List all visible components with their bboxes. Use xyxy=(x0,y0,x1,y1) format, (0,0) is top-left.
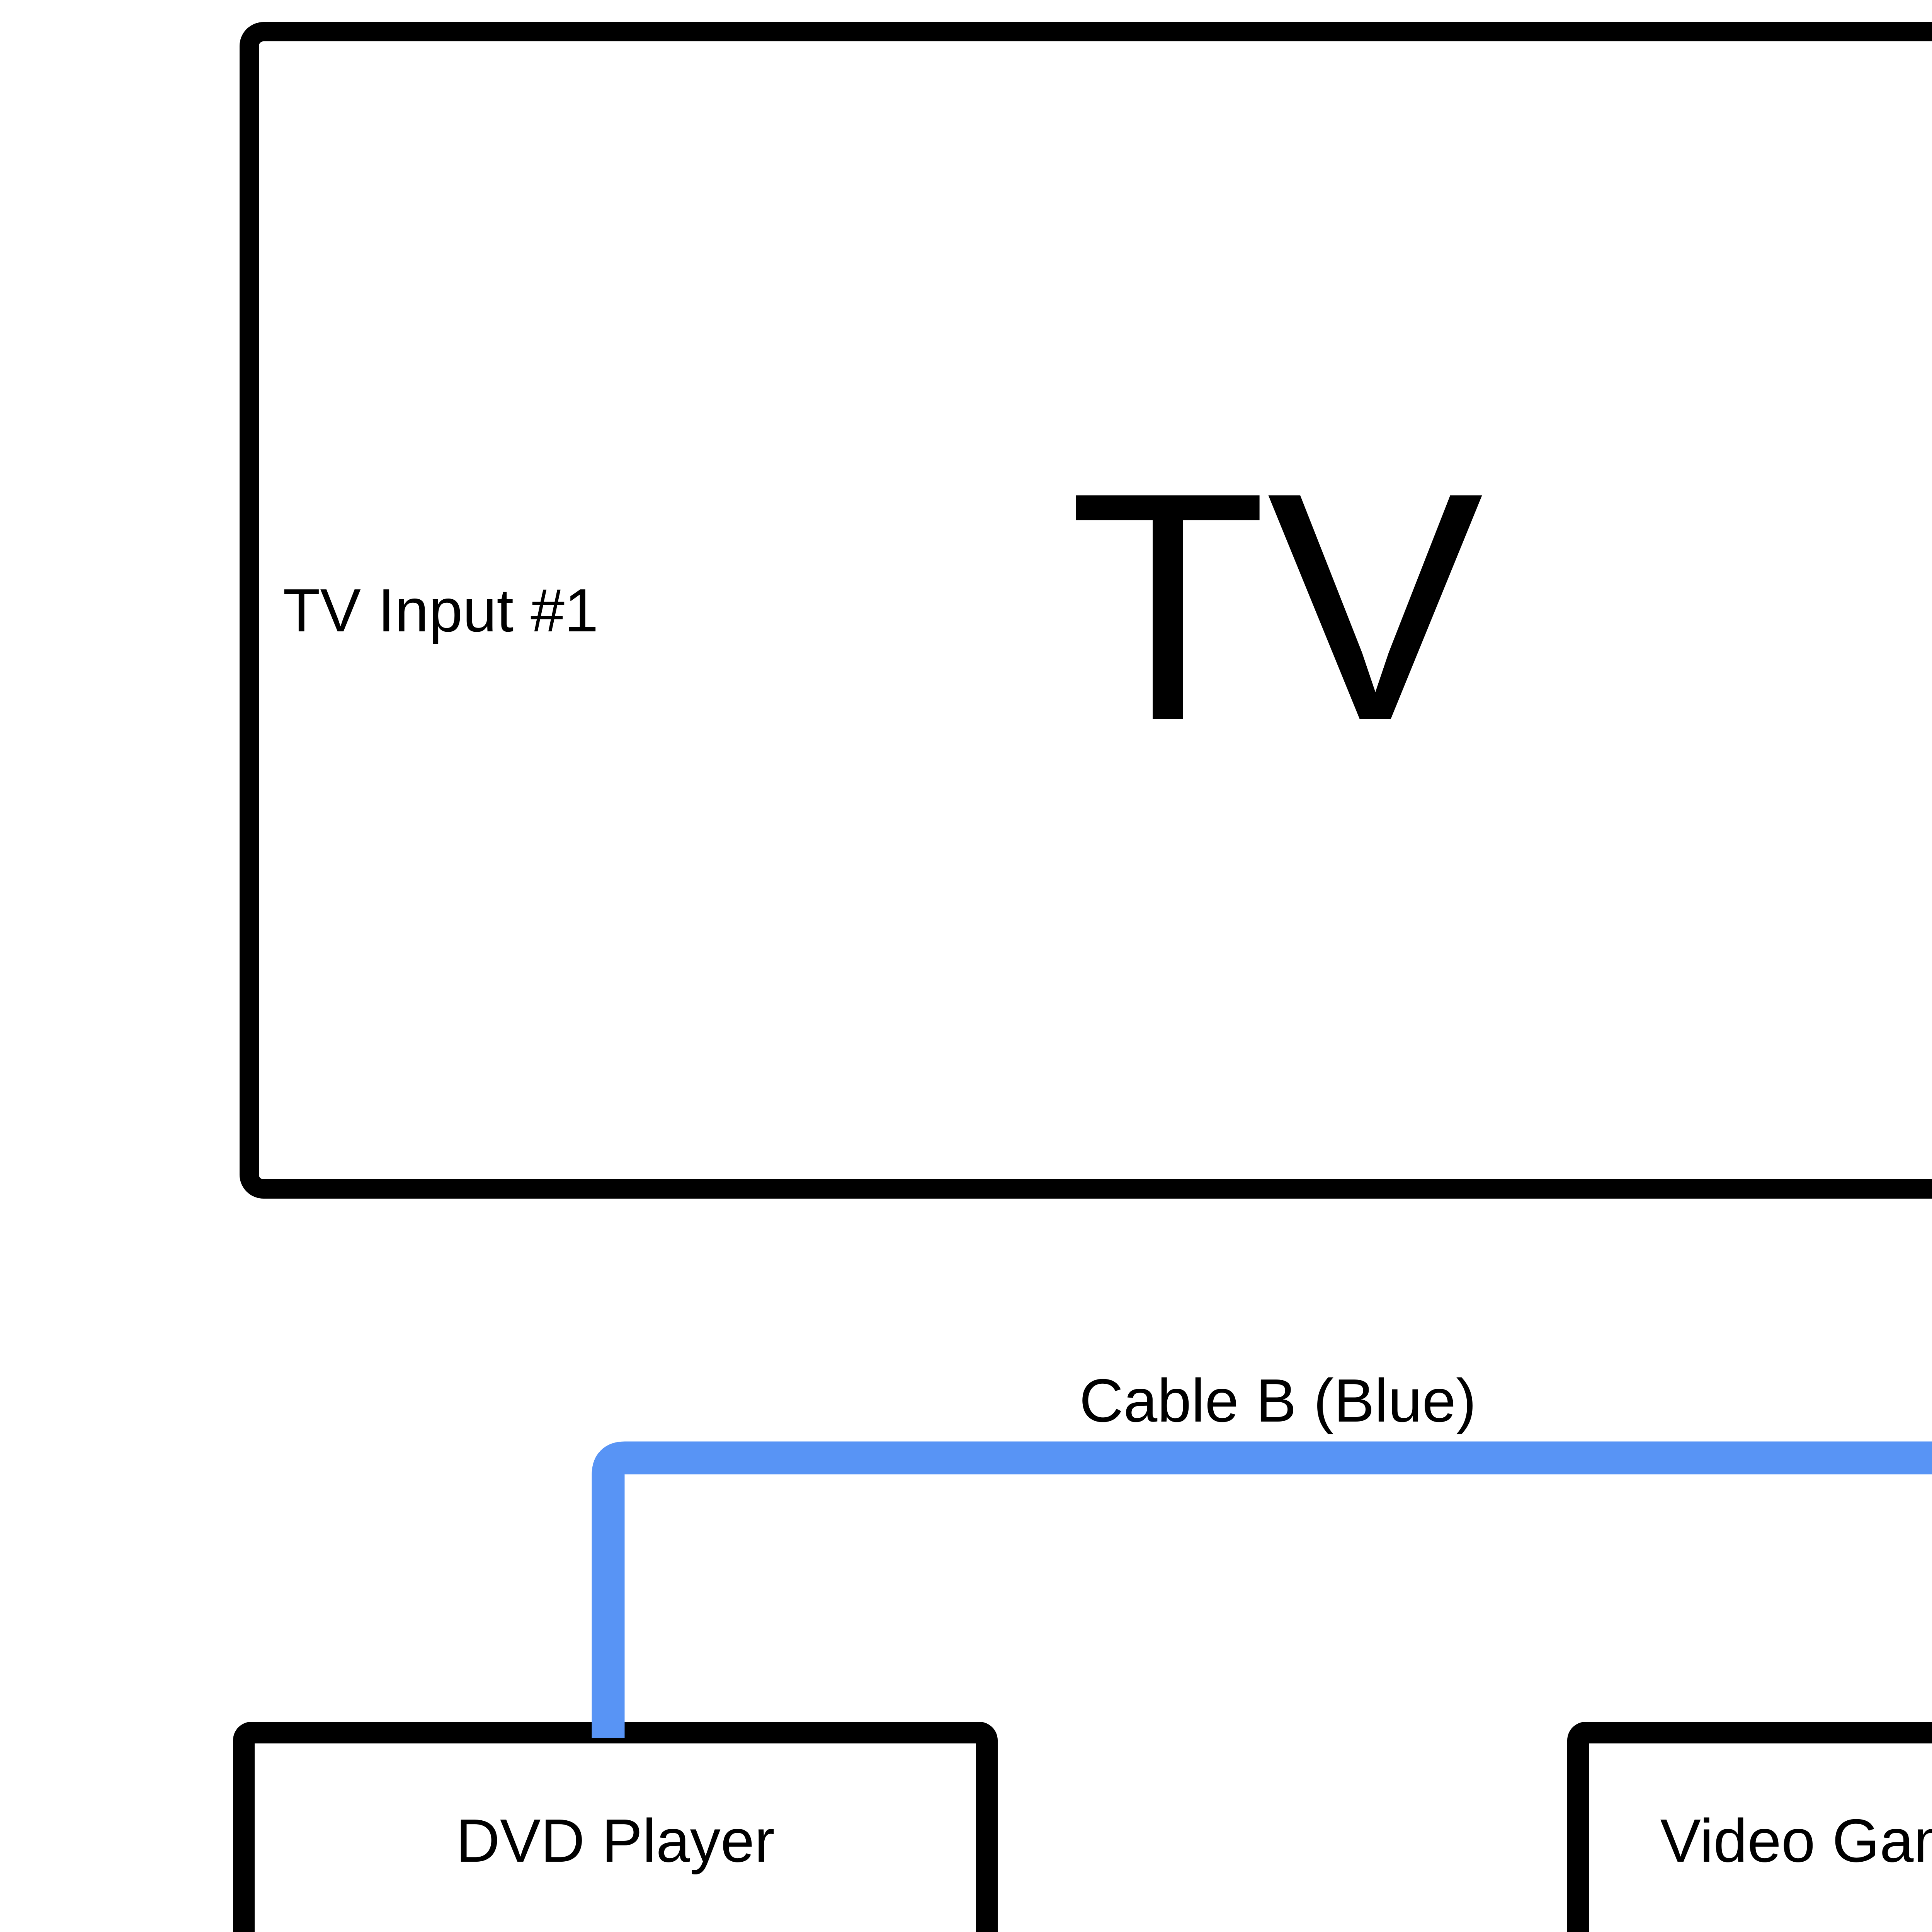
dvd-player-box: DVD Player xyxy=(233,1722,998,1932)
video-game-console-label: Video Game Console xyxy=(1660,1806,1932,1875)
dvd-player-label: DVD Player xyxy=(456,1806,775,1875)
video-game-console-box: Video Game Console xyxy=(1567,1722,1932,1932)
tv-box: TV TV Input #1 TV Input #2 xyxy=(240,22,1932,1199)
cable-b-label: Cable B (Blue) xyxy=(1079,1367,1476,1435)
tv-input-1-label: TV Input #1 xyxy=(283,576,599,645)
tv-label: TV xyxy=(1068,425,1484,788)
